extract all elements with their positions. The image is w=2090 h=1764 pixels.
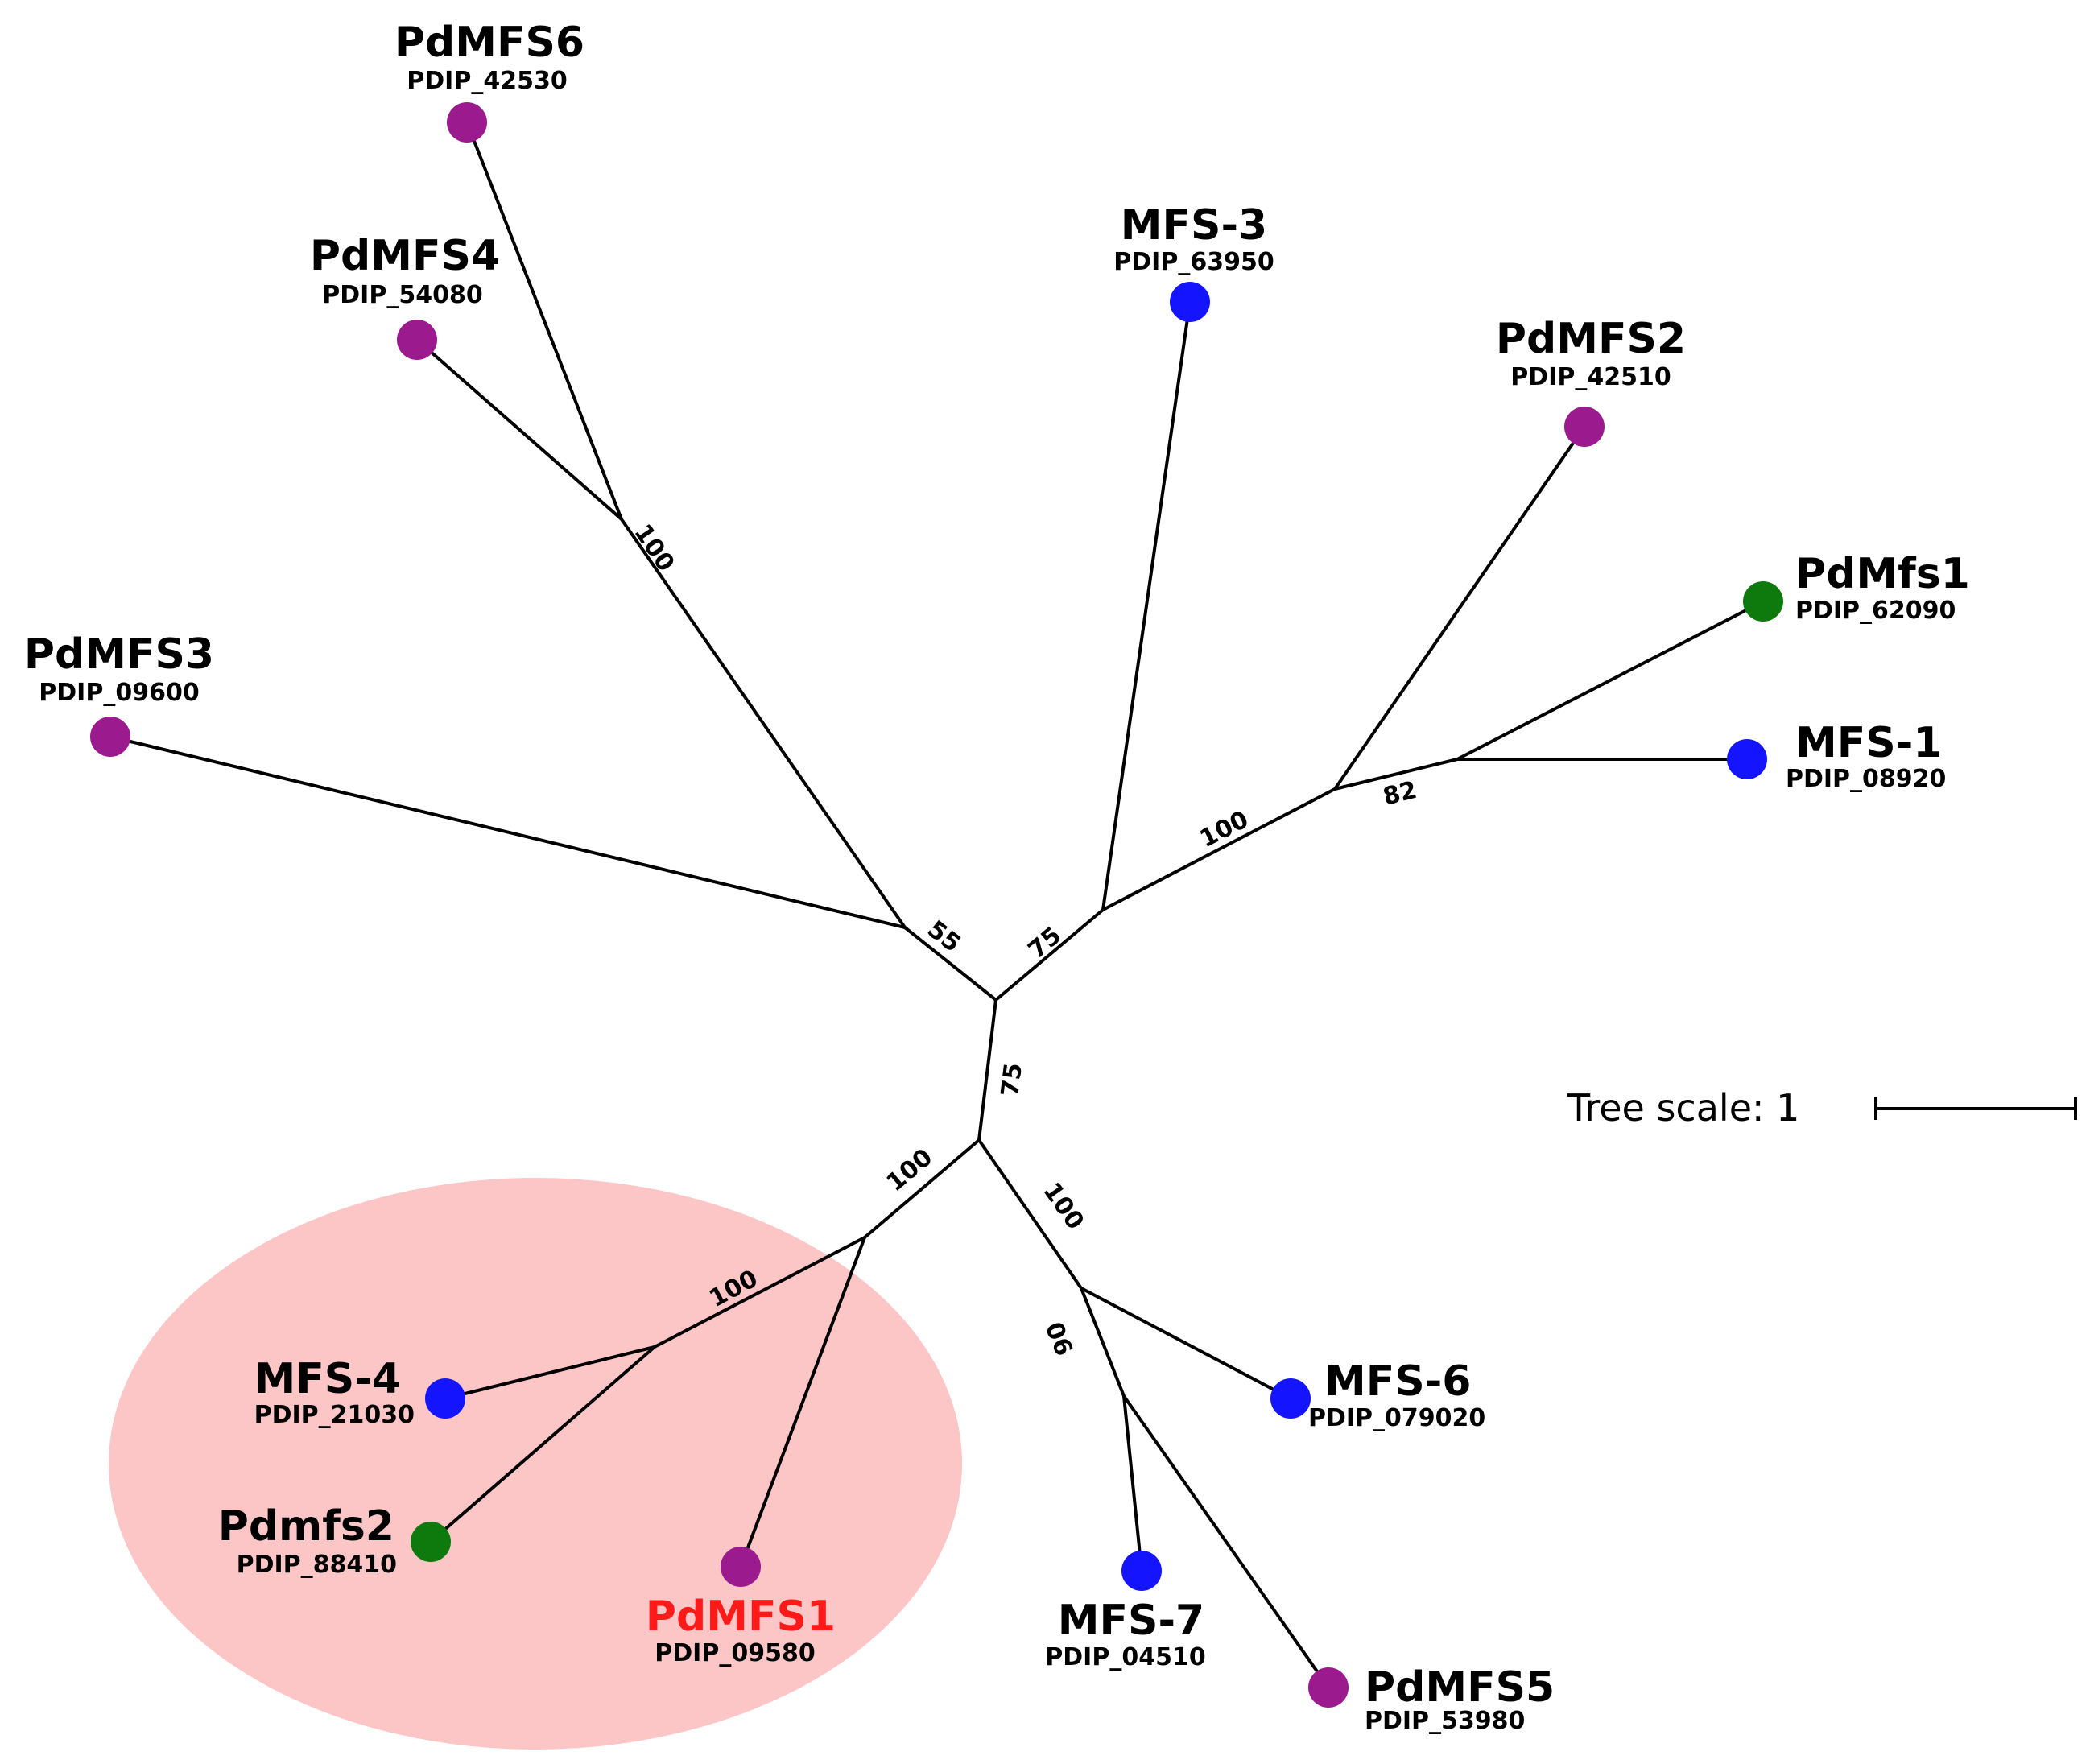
leaf-name: MFS-3 bbox=[1121, 201, 1267, 250]
leaf-name: PdMFS4 bbox=[310, 232, 500, 280]
leaf-node-pdmfs4[interactable] bbox=[397, 320, 437, 360]
leaf-labels: PdMFS6 PDIP_42530 PdMFS4 PDIP_54080 MFS-… bbox=[24, 19, 1970, 1735]
tree-scale: Tree scale: 1 bbox=[1567, 1086, 2077, 1130]
leaf-name: PdMfs1 bbox=[1795, 550, 1970, 598]
branch-pdmfs4 bbox=[415, 338, 623, 521]
leaf-node-pdmfs2[interactable] bbox=[1564, 407, 1605, 447]
leaf-accession: PDIP_42510 bbox=[1510, 363, 1671, 391]
branch-pdmfs5 bbox=[1122, 1394, 1330, 1689]
leaf-node-mfs1[interactable] bbox=[1727, 739, 1767, 779]
tree-branches bbox=[109, 122, 1764, 1689]
bootstrap-label: 55 bbox=[922, 915, 965, 958]
leaf-name: PdMFS1 bbox=[646, 1593, 836, 1641]
branch-internal-100-low bbox=[863, 1138, 981, 1239]
leaf-accession: PDIP_88410 bbox=[237, 1551, 397, 1579]
leaf-accession: PDIP_079020 bbox=[1308, 1404, 1485, 1432]
leaf-accession: PDIP_53980 bbox=[1365, 1707, 1525, 1735]
branch-internal-90 bbox=[1080, 1287, 1126, 1397]
branch-mfs6 bbox=[1080, 1287, 1291, 1400]
leaf-accession: PDIP_04510 bbox=[1045, 1643, 1205, 1671]
branch-root-stem bbox=[977, 999, 998, 1141]
bootstrap-label: 100 bbox=[882, 1143, 938, 1197]
branch-pdmfs1-red bbox=[739, 1237, 866, 1568]
branch-root-upper bbox=[903, 926, 998, 1002]
leaf-name: PdMFS6 bbox=[394, 19, 584, 67]
leaf-node-mfs6[interactable] bbox=[1270, 1378, 1311, 1419]
leaf-node-pdmfs3[interactable] bbox=[90, 717, 130, 757]
leaf-accession: PDIP_62090 bbox=[1795, 597, 1956, 625]
leaf-node-pdmfs2-green[interactable] bbox=[411, 1522, 451, 1562]
branch-mfs4 bbox=[444, 1345, 655, 1400]
leaf-name: Pdmfs2 bbox=[218, 1502, 394, 1551]
branch-pdmfs2-green bbox=[429, 1345, 656, 1543]
leaf-name: MFS-6 bbox=[1324, 1357, 1471, 1406]
branch-internal-82 bbox=[1334, 758, 1458, 791]
leaf-accession: PDIP_42530 bbox=[407, 67, 567, 95]
branch-mfs7 bbox=[1122, 1395, 1143, 1572]
branch-internal-100-right bbox=[1102, 787, 1336, 911]
bootstrap-label: 75 bbox=[1023, 921, 1067, 965]
leaf-nodes bbox=[90, 102, 1783, 1708]
branch-root-right bbox=[994, 908, 1105, 1002]
leaf-name: MFS-4 bbox=[254, 1355, 401, 1403]
leaf-node-pdmfs1-green[interactable] bbox=[1743, 581, 1783, 622]
branch-pdmfs1-green bbox=[1456, 600, 1764, 761]
branch-pdmfs3 bbox=[109, 735, 906, 929]
leaf-accession: PDIP_09600 bbox=[39, 679, 199, 707]
leaf-name: PdMFS3 bbox=[24, 630, 214, 679]
leaf-node-pdmfs1-red[interactable] bbox=[721, 1547, 761, 1587]
leaf-node-mfs4[interactable] bbox=[425, 1378, 465, 1419]
bootstrap-label: 82 bbox=[1380, 776, 1419, 812]
leaf-accession: PDIP_21030 bbox=[254, 1401, 415, 1429]
leaf-name: MFS-7 bbox=[1058, 1597, 1204, 1645]
branch-pdmfs6 bbox=[465, 122, 623, 520]
leaf-node-pdmfs6[interactable] bbox=[447, 102, 487, 143]
leaf-accession: PDIP_08920 bbox=[1786, 765, 1946, 793]
leaf-node-mfs7[interactable] bbox=[1121, 1551, 1162, 1591]
bootstrap-label: 100 bbox=[628, 519, 679, 576]
branch-internal-100-mfs6 bbox=[977, 1138, 1083, 1290]
leaf-node-mfs3[interactable] bbox=[1170, 282, 1210, 322]
branch-pdmfs2 bbox=[1333, 425, 1586, 791]
leaf-node-pdmfs5[interactable] bbox=[1308, 1667, 1349, 1708]
leaf-name: MFS-1 bbox=[1795, 719, 1942, 767]
tree-scale-label: Tree scale: 1 bbox=[1567, 1086, 1799, 1130]
branch-internal-100-clade bbox=[654, 1236, 865, 1349]
leaf-name: PdMFS2 bbox=[1496, 315, 1686, 363]
branch-mfs3 bbox=[1101, 301, 1192, 911]
bootstrap-label: 100 bbox=[1037, 1178, 1089, 1235]
leaf-accession: PDIP_63950 bbox=[1113, 248, 1274, 276]
bootstrap-label: 90 bbox=[1041, 1317, 1080, 1359]
leaf-accession: PDIP_54080 bbox=[322, 281, 482, 309]
leaf-name: PdMFS5 bbox=[1365, 1663, 1555, 1712]
bootstrap-label: 75 bbox=[996, 1061, 1028, 1098]
leaf-accession: PDIP_09580 bbox=[655, 1639, 815, 1667]
highlighted-clade-region bbox=[109, 1178, 962, 1750]
branch-internal-100-top bbox=[620, 518, 907, 929]
